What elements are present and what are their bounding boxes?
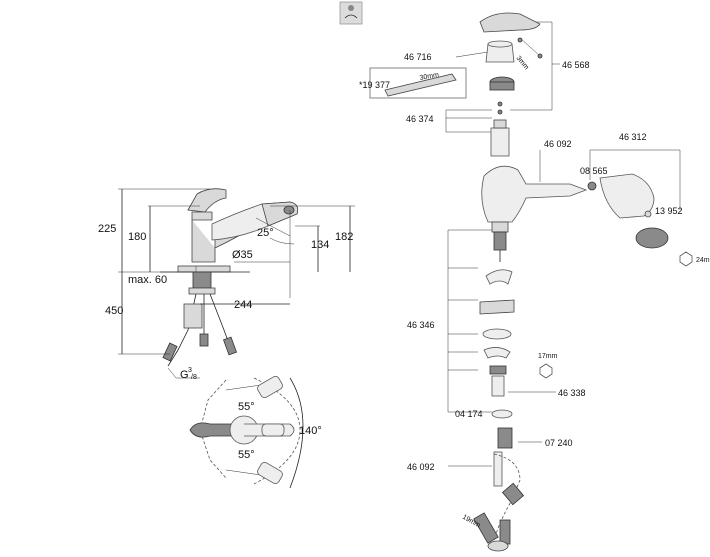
tool-3mm: 3mm <box>514 55 529 72</box>
faucet-top-view <box>189 376 304 489</box>
dim-450: 450 <box>105 305 123 317</box>
tool-17mm: 17mm <box>538 353 558 360</box>
dim-182: 182 <box>335 231 353 243</box>
part-46374: 46 374 <box>406 114 434 124</box>
part-04174: 04 174 <box>455 409 483 419</box>
part-46346: 46 346 <box>407 320 435 330</box>
part-07240: 07 240 <box>545 438 573 448</box>
part-19377: *19 377 <box>359 80 390 90</box>
tool-24mm: 24mm <box>696 257 710 264</box>
part-46568: 46 568 <box>562 60 590 70</box>
part-08565: 08 565 <box>580 166 608 176</box>
thread-sup: 3 <box>188 367 192 374</box>
part-46092-upper: 46 092 <box>544 139 572 149</box>
part-46092-lower: 46 092 <box>407 462 435 472</box>
exploded-view <box>369 12 693 552</box>
dimension-lines <box>118 188 355 379</box>
dim-diameter-35: Ø35 <box>232 249 253 261</box>
dim-angle-25: 25° <box>257 227 274 239</box>
thread-sub: /8 <box>191 374 197 381</box>
tool-30mm: 30mm <box>419 72 440 82</box>
part-46716: 46 716 <box>404 52 432 62</box>
thread-label: G 3 /8 <box>180 367 197 381</box>
dim-244: 244 <box>234 299 252 311</box>
dim-max-60: max. 60 <box>128 274 167 286</box>
dim-angle-140: 140° <box>299 425 322 437</box>
thread-g: G <box>180 369 189 381</box>
part-46338: 46 338 <box>558 388 586 398</box>
part-46312: 46 312 <box>619 132 647 142</box>
part-13952: 13 952 <box>655 206 683 216</box>
dim-225: 225 <box>98 223 116 235</box>
dim-angle-55-lower: 55° <box>238 449 255 461</box>
dim-angle-55-upper: 55° <box>238 401 255 413</box>
dim-180: 180 <box>128 231 146 243</box>
faucet-side-view <box>160 188 299 367</box>
dim-134: 134 <box>311 239 329 251</box>
header-icon <box>339 1 363 25</box>
